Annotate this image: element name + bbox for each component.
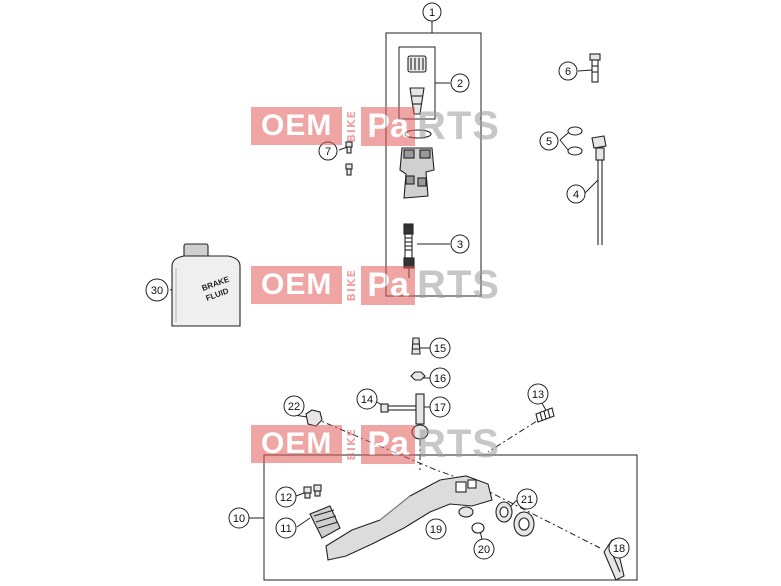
callout-15-label: 15 (434, 343, 446, 355)
screw-part-12 (303, 484, 322, 499)
callout-17-label: 17 (434, 402, 446, 414)
callout-2: 2 (450, 73, 470, 93)
washer-part-5 (567, 126, 583, 156)
callout-5-label: 5 (546, 136, 552, 148)
brake-line-part (591, 135, 607, 245)
callout-11-label: 11 (280, 523, 291, 535)
callout-5: 5 (539, 131, 559, 151)
callout-17: 17 (429, 396, 451, 418)
callout-11: 11 (275, 517, 297, 539)
brake-pedal-lever (325, 475, 493, 561)
callout-3: 3 (450, 234, 470, 254)
callout-16-label: 16 (434, 373, 446, 385)
callout-13: 13 (527, 383, 549, 405)
callout-18-label: 18 (613, 543, 625, 555)
callout-15: 15 (429, 337, 451, 359)
pin-part-15 (411, 337, 421, 355)
callout-21-label: 21 (521, 494, 533, 506)
callout-20: 20 (473, 538, 495, 560)
screw-part-7 (345, 141, 353, 176)
parts-artwork (171, 53, 625, 581)
callout-30-label: 30 (151, 285, 163, 297)
callout-4: 4 (566, 184, 586, 204)
callout-1-label: 1 (429, 7, 435, 19)
callout-30: 30 (145, 278, 169, 302)
callout-19: 19 (425, 518, 447, 540)
spring-part-13 (535, 407, 555, 423)
callout-6-label: 6 (565, 66, 571, 78)
callout-2-label: 2 (457, 78, 463, 90)
bearing-part-21 (495, 501, 535, 537)
callout-10: 10 (228, 507, 250, 529)
callout-13-label: 13 (532, 389, 544, 401)
callout-19-label: 19 (430, 524, 442, 536)
brake-fluid-can (171, 243, 241, 327)
piston-part (403, 223, 415, 278)
callout-22-label: 22 (288, 401, 300, 413)
callout-12: 12 (275, 486, 297, 508)
assembly-frame-1 (385, 32, 482, 297)
callout-14: 14 (356, 388, 378, 410)
callout-16: 16 (429, 367, 451, 389)
bolt-part-14 (380, 403, 417, 413)
callout-18: 18 (608, 537, 630, 559)
callout-3-label: 3 (457, 239, 463, 251)
pedal-tip-part-11 (309, 505, 341, 539)
callout-22: 22 (283, 395, 305, 417)
callout-7-label: 7 (325, 146, 331, 158)
callout-1: 1 (422, 2, 442, 22)
callout-21: 21 (516, 488, 538, 510)
bushing-part-22 (305, 409, 323, 427)
washer-part-20 (471, 522, 485, 534)
master-cylinder-body (399, 129, 435, 199)
callout-20-label: 20 (478, 544, 490, 556)
pivot-part-19 (458, 506, 474, 518)
clevis-part-17 (411, 393, 429, 440)
nut-part-16 (410, 371, 426, 381)
callout-6: 6 (558, 61, 578, 81)
reservoir-cap-part (407, 55, 427, 115)
callout-10-label: 10 (233, 513, 245, 525)
callout-14-label: 14 (361, 394, 373, 406)
callout-12-label: 12 (280, 492, 292, 504)
callout-4-label: 4 (573, 189, 579, 201)
banjo-bolt-part (589, 53, 601, 83)
callout-7: 7 (318, 141, 338, 161)
